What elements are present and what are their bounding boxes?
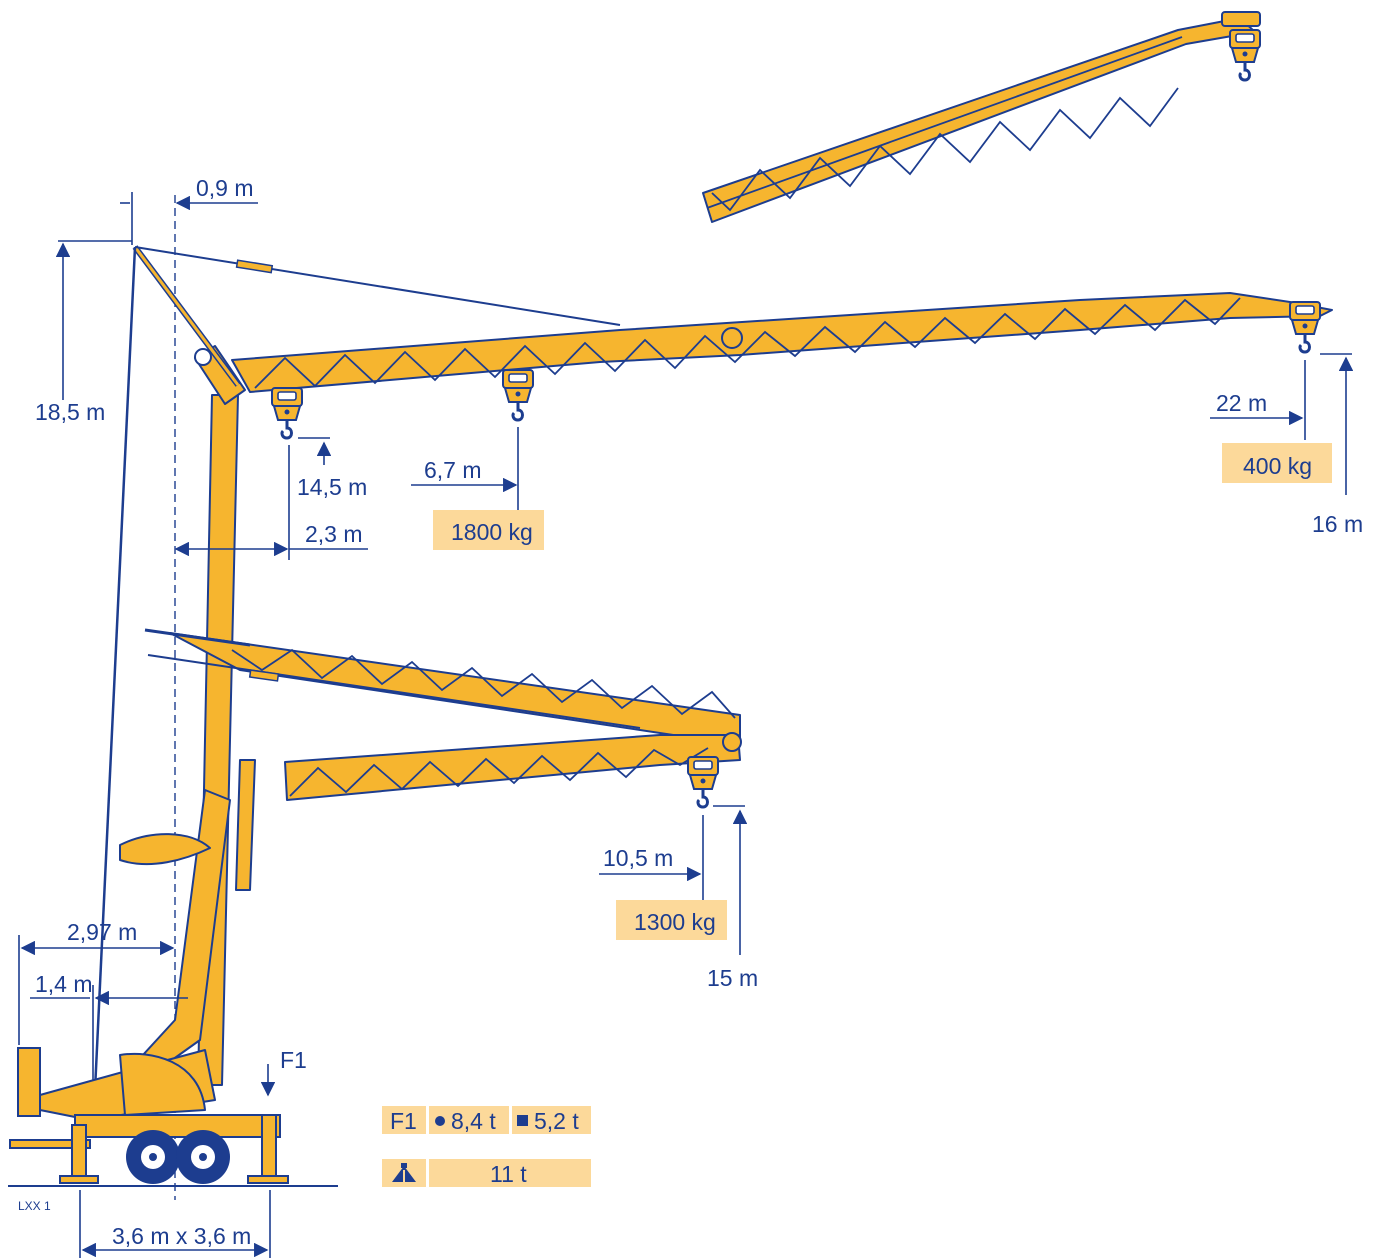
label-rear-1-4: 1,4 m xyxy=(35,971,93,997)
tower xyxy=(93,245,621,1091)
label-base: 3,6 m x 3,6 m xyxy=(112,1223,251,1249)
label-radius-max: 22 m xyxy=(1216,390,1267,416)
label-height-total: 18,5 m xyxy=(35,399,105,425)
label-hook-height-short: 14,5 m xyxy=(297,474,367,500)
legend-cell-f1 xyxy=(382,1106,426,1134)
label-radius-min: 2,3 m xyxy=(305,521,363,547)
main-jib xyxy=(231,292,1333,440)
legend-table xyxy=(382,1106,591,1187)
label-radius-low: 10,5 m xyxy=(603,845,673,871)
label-radius-mid: 6,7 m xyxy=(424,457,482,483)
folded-jib xyxy=(144,628,742,809)
legend-row1-val-b: 5,2 t xyxy=(534,1108,579,1134)
label-rear-2-97: 2,97 m xyxy=(67,919,137,945)
load-badge-low xyxy=(616,900,727,940)
load-badge-max xyxy=(1222,443,1332,483)
model-code: LXX 1 xyxy=(18,1199,51,1213)
load-low-value: 1300 kg xyxy=(634,909,716,935)
load-max-value: 400 kg xyxy=(1243,453,1312,479)
label-force-f1: F1 xyxy=(280,1047,307,1073)
load-badge-mid xyxy=(433,510,544,550)
chassis xyxy=(9,1047,289,1184)
label-offset-top: 0,9 m xyxy=(196,175,254,201)
legend-cell-total xyxy=(429,1159,591,1187)
square-bullet-icon xyxy=(517,1115,528,1126)
label-height-low: 15 m xyxy=(707,965,758,991)
legend-row1-label: F1 xyxy=(390,1108,417,1134)
raised-jib xyxy=(702,11,1262,223)
circle-bullet-icon xyxy=(435,1116,445,1126)
load-mid-value: 1800 kg xyxy=(451,519,533,545)
legend-row1-val-a: 8,4 t xyxy=(451,1108,496,1134)
label-height-max: 16 m xyxy=(1312,511,1363,537)
dimension-lines xyxy=(18,192,1354,1258)
crane-weight-icon xyxy=(392,1163,416,1182)
legend-row2-val: 11 t xyxy=(490,1161,527,1187)
